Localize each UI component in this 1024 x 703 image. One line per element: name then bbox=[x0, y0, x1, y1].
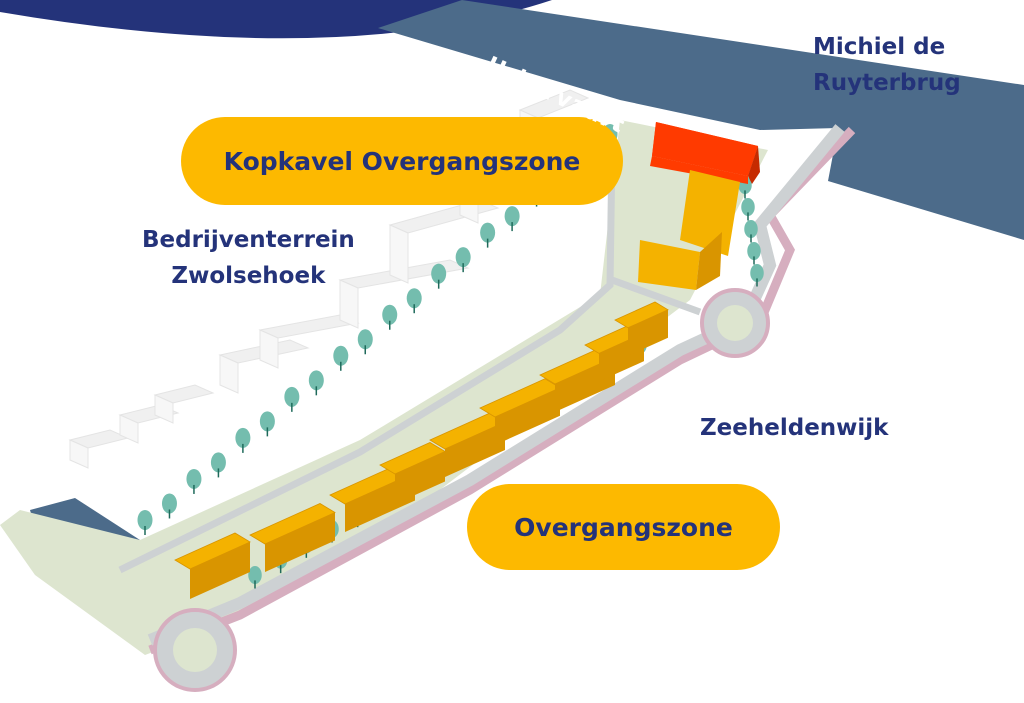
building-block-face bbox=[445, 422, 505, 477]
tree-icon bbox=[210, 452, 226, 473]
ghost-building-side bbox=[119, 414, 139, 444]
ghost-building-side bbox=[69, 439, 89, 469]
kopkavel-buildings bbox=[638, 122, 760, 290]
building-block-face bbox=[395, 451, 445, 504]
tree-icon bbox=[248, 566, 262, 584]
tree-icon bbox=[333, 345, 349, 366]
ghost-building-side bbox=[339, 279, 359, 329]
industrial-label-line2: Zwolsehoek bbox=[171, 263, 326, 289]
tree-icon bbox=[480, 222, 496, 243]
tree-icon bbox=[741, 198, 755, 216]
tree-icon bbox=[161, 493, 177, 514]
bridge-label: Michiel de Ruyterbrug bbox=[813, 29, 961, 101]
roundabout-icon bbox=[700, 288, 770, 358]
ghost-building-side bbox=[389, 224, 409, 284]
industrial-label-line1: Bedrijventerrein bbox=[142, 227, 355, 253]
tree-icon bbox=[406, 288, 422, 309]
ghost-building-side bbox=[154, 394, 174, 424]
urkervaart-canal bbox=[378, 0, 1024, 240]
tree-icon bbox=[308, 370, 324, 391]
housing-blocks bbox=[174, 301, 669, 599]
tree-icon bbox=[455, 247, 471, 268]
site-plot bbox=[0, 120, 768, 655]
tree-icon bbox=[235, 427, 251, 448]
tree-icon bbox=[747, 242, 761, 260]
building-block-face bbox=[190, 542, 250, 599]
tree-icon bbox=[259, 411, 275, 432]
building-block-face bbox=[265, 512, 335, 572]
tree-icon bbox=[504, 206, 520, 227]
tree-icon bbox=[750, 264, 764, 282]
neighbourhood-label: Zeeheldenwijk bbox=[700, 415, 889, 441]
tree-icon bbox=[284, 386, 300, 407]
building-block-face bbox=[495, 387, 560, 445]
kopkavel-callout: Kopkavel Overgangszone bbox=[181, 117, 623, 205]
tree-icon bbox=[186, 468, 202, 489]
bridge-label-line1: Michiel de bbox=[813, 34, 946, 60]
tree-icon bbox=[431, 263, 447, 284]
roundabout-icon bbox=[153, 608, 237, 692]
building-block-face bbox=[628, 309, 668, 356]
inner-road bbox=[118, 149, 702, 574]
tree-icon bbox=[382, 304, 398, 325]
bridge-label-line2: Ruyterbrug bbox=[813, 70, 961, 96]
overgangszone-callout: Overgangszone bbox=[467, 484, 780, 570]
industrial-area-label: Bedrijventerrein Zwolsehoek bbox=[142, 222, 355, 294]
ghost-building-side bbox=[259, 329, 279, 369]
tree-icon bbox=[744, 220, 758, 238]
tree-icon bbox=[357, 329, 373, 350]
tree-icon bbox=[137, 510, 153, 530]
ghost-building-side bbox=[219, 354, 239, 394]
